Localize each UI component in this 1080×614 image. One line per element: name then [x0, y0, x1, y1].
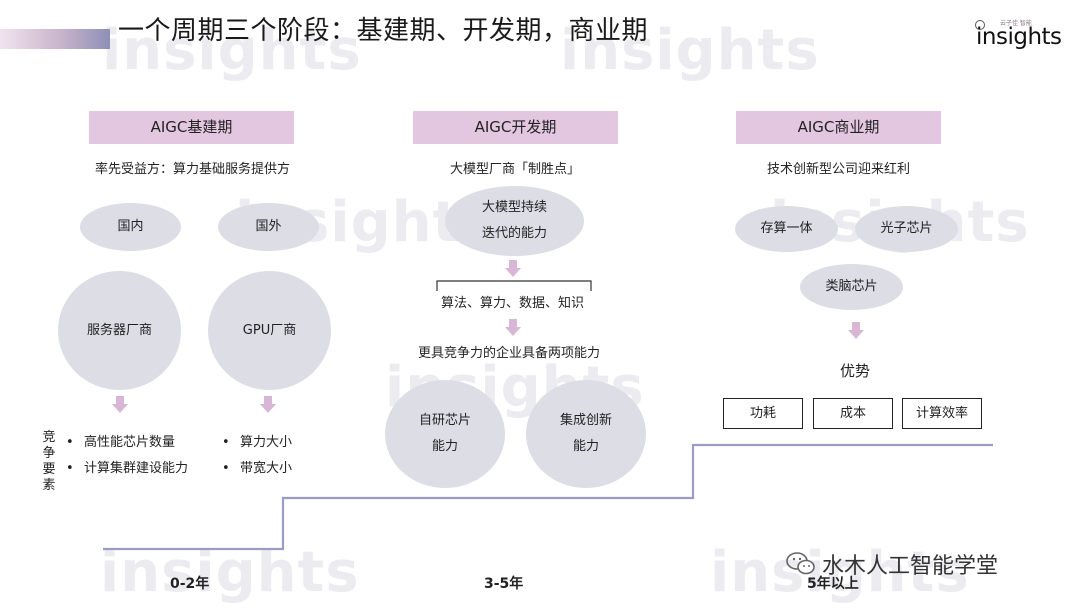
stair-line — [103, 443, 993, 551]
phase-subtitle: 技术创新型公司迎来红利 — [766, 162, 910, 177]
wechat-source: 水木人工智能学堂 — [786, 548, 998, 580]
advantage-box-cost: 成本 — [813, 398, 893, 429]
node-compute-in-memory: 存算一体 — [735, 206, 838, 252]
phase-subtitle: 大模型厂商「制胜点」 — [449, 162, 580, 177]
factor-bracket — [436, 280, 592, 291]
year-label: 3-5年 — [484, 576, 524, 592]
advantage-label: 优势 — [840, 362, 871, 380]
page-title: 一个周期三个阶段：基建期、开发期，商业期 — [118, 16, 649, 46]
year-label: 5年以上 — [807, 576, 859, 592]
wechat-account-name: 水木人工智能学堂 — [822, 554, 999, 579]
wechat-icon — [786, 552, 815, 575]
down-arrow-icon — [260, 396, 276, 414]
node-integrated-innovation: 集成创新能力 — [526, 380, 646, 488]
node-domestic: 国内 — [80, 203, 181, 251]
list-item: •高性能芯片数量 — [66, 435, 176, 450]
phase-header-development: AIGC开发期 — [413, 111, 618, 144]
phase-header-infrastructure: AIGC基建期 — [89, 111, 294, 144]
advantage-box-efficiency: 计算效率 — [902, 398, 982, 429]
list-item: •算力大小 — [222, 435, 293, 450]
down-arrow-icon — [112, 396, 128, 414]
accent-bar — [0, 29, 110, 49]
capability-summary: 更具竞争力的企业具备两项能力 — [418, 346, 601, 361]
node-overseas: 国外 — [218, 203, 319, 251]
bullet-list-right: •算力大小 •带宽大小 — [222, 430, 292, 482]
phase-subtitle: 率先受益方：算力基础服务提供方 — [94, 162, 290, 177]
node-in-house-chip: 自研芯片能力 — [385, 380, 505, 488]
logo-wordmark: insights — [976, 24, 1062, 50]
competition-factors-label: 竞争要素 — [42, 430, 56, 493]
watermark: insights — [102, 18, 362, 83]
bullet-list-left: •高性能芯片数量 •计算集群建设能力 — [66, 430, 188, 482]
watermark: insights — [560, 18, 820, 83]
watermark: insights — [100, 540, 360, 605]
year-label: 0-2年 — [170, 576, 210, 592]
factors-text: 算法、算力、数据、知识 — [441, 296, 585, 311]
phase-header-commercial: AIGC商业期 — [736, 111, 941, 144]
node-gpu-vendors: GPU厂商 — [208, 271, 331, 390]
advantage-box-power: 功耗 — [723, 398, 803, 429]
node-model-iteration: 大模型持续迭代的能力 — [445, 186, 584, 256]
list-item: •计算集群建设能力 — [66, 461, 189, 476]
node-neuromorphic-chip: 类脑芯片 — [800, 264, 903, 310]
logo: 云子佳 智能 insights — [975, 18, 1066, 58]
watermark: insights — [710, 540, 970, 605]
logo-tagline: 云子佳 智能 — [1000, 20, 1032, 27]
node-photonic-chip: 光子芯片 — [855, 206, 958, 252]
down-arrow-icon — [505, 319, 521, 337]
down-arrow-icon — [505, 260, 521, 278]
down-arrow-icon — [848, 322, 864, 340]
node-server-vendors: 服务器厂商 — [58, 271, 181, 390]
logo-ring-icon — [975, 20, 985, 30]
list-item: •带宽大小 — [222, 461, 293, 476]
